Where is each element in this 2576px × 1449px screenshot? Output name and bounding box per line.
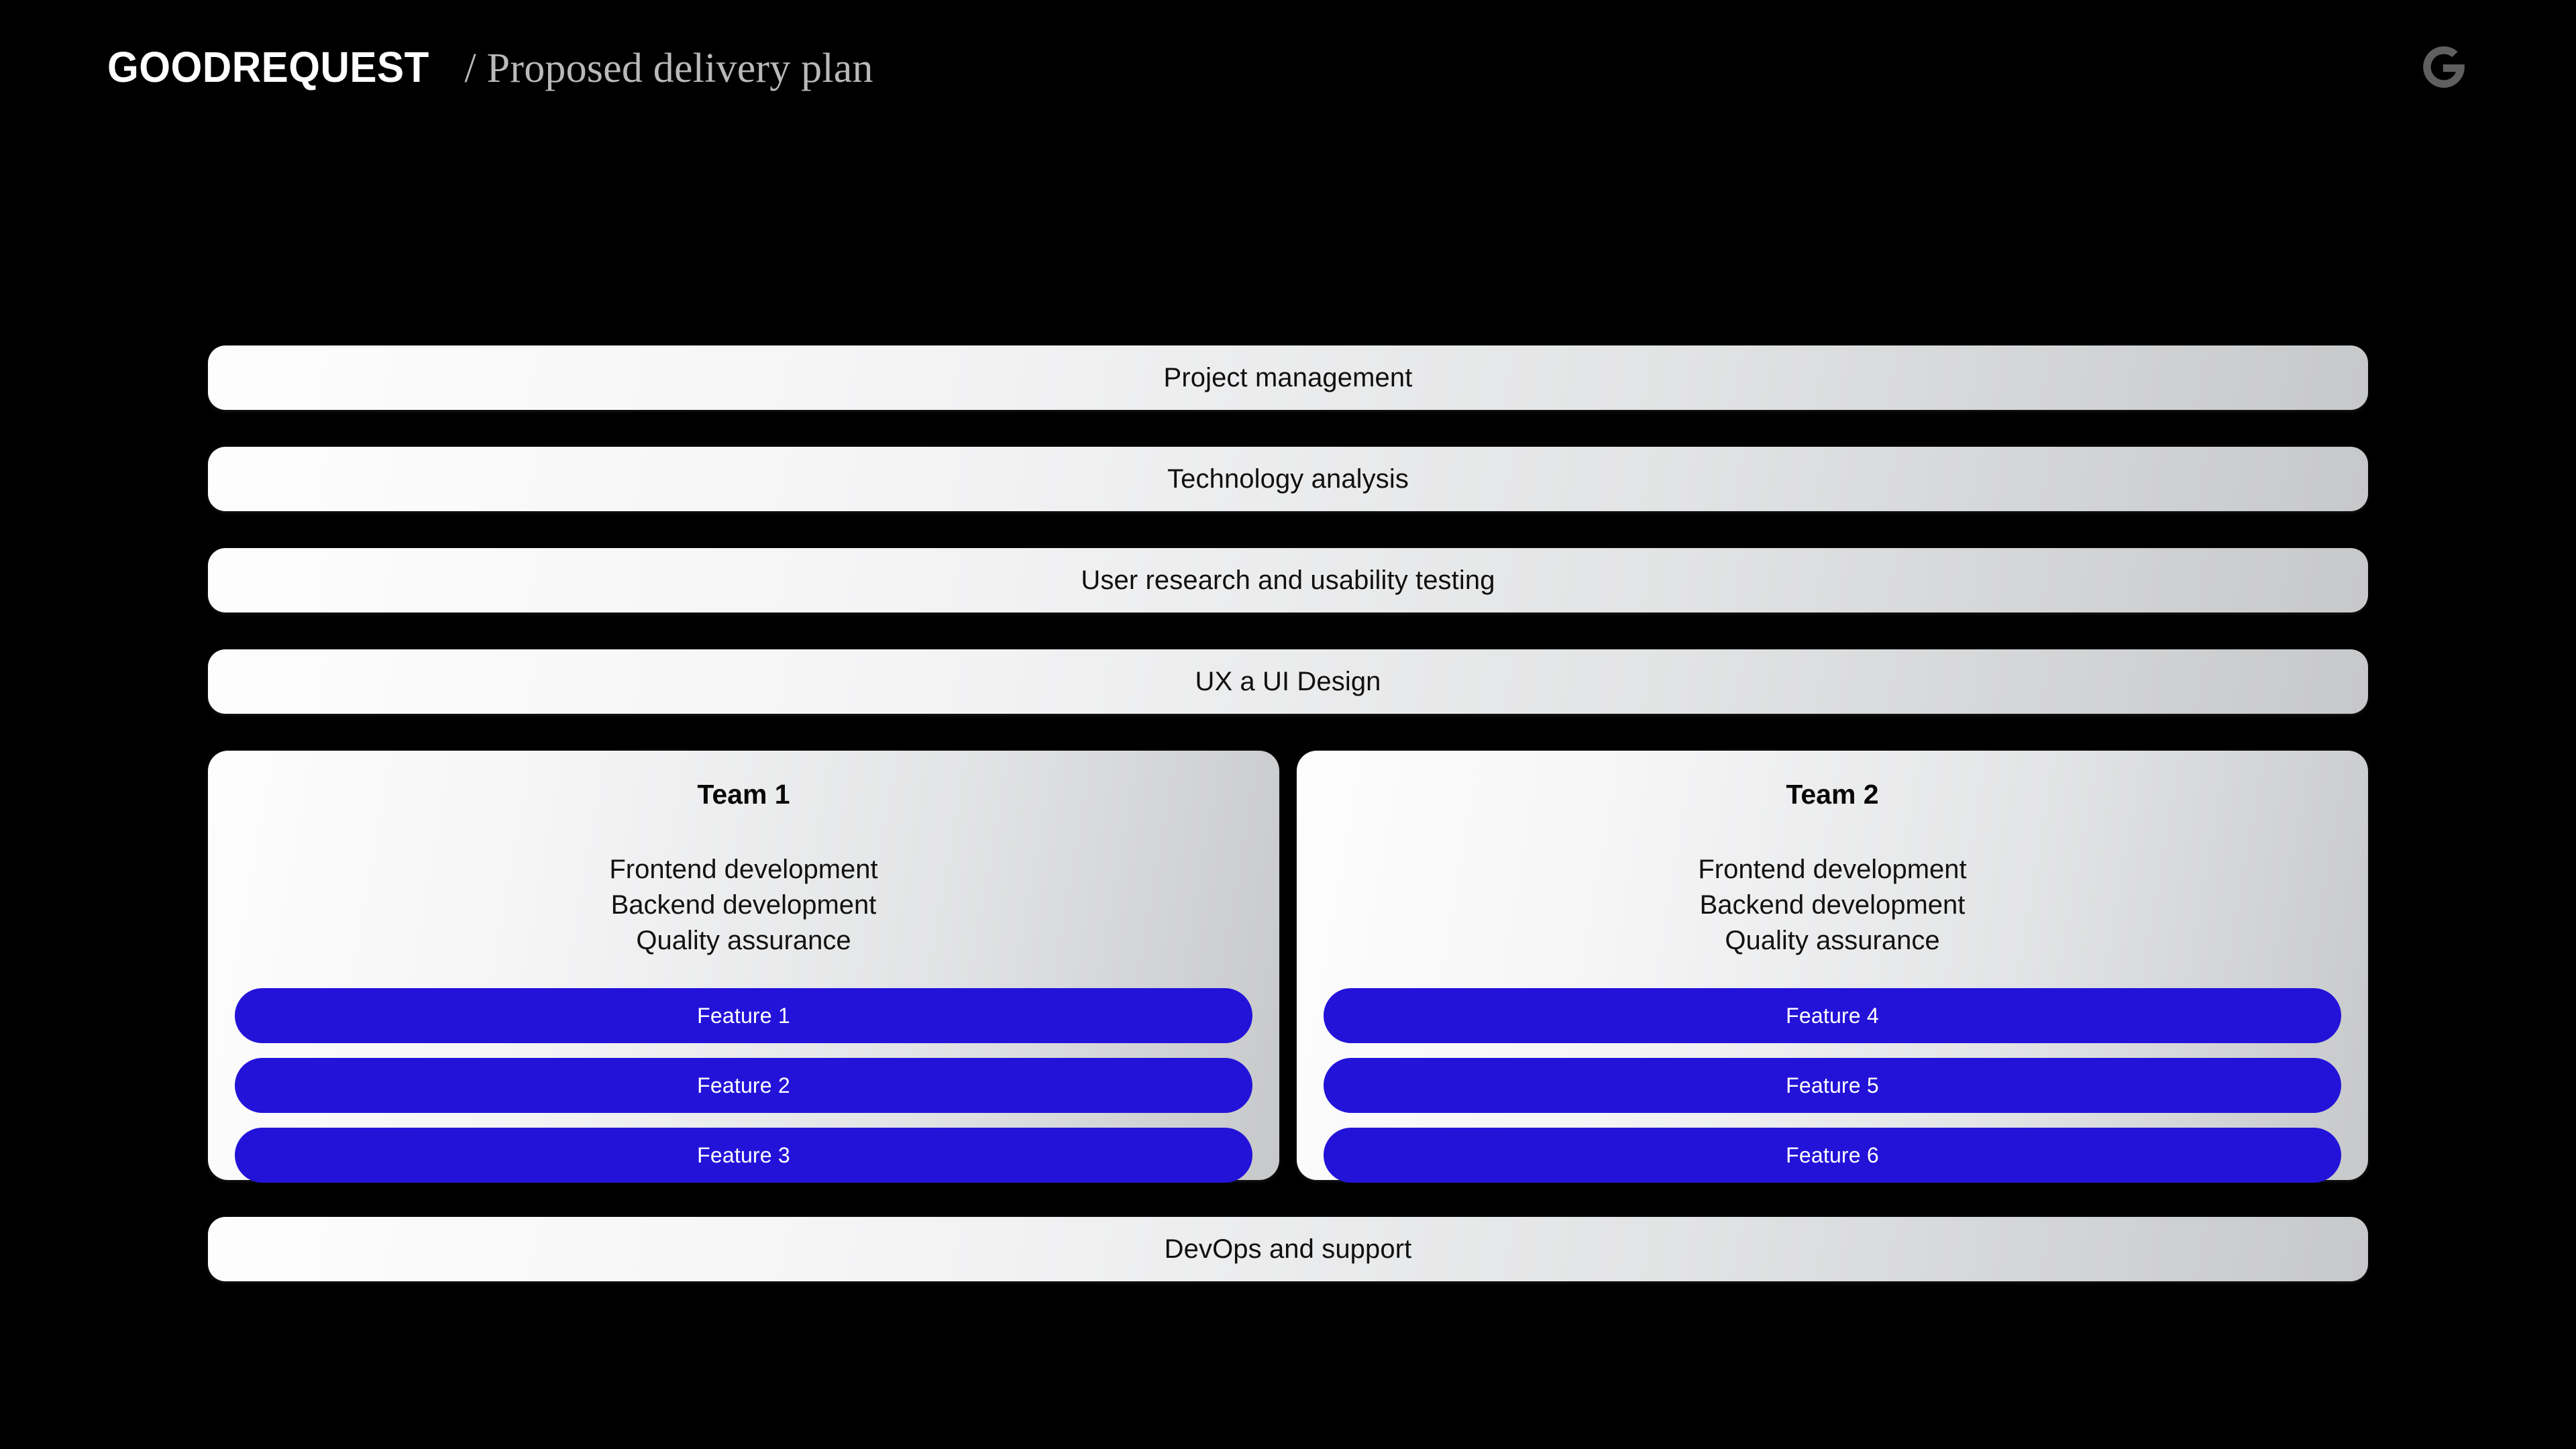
phase-bar-project-management[interactable]: Project management	[208, 345, 2368, 410]
feature-pill[interactable]: Feature 6	[1324, 1128, 2341, 1183]
feature-pill[interactable]: Feature 5	[1324, 1058, 2341, 1113]
team-role-item: Quality assurance	[1725, 926, 1940, 955]
phase-bar-technology-analysis[interactable]: Technology analysis	[208, 447, 2368, 511]
feature-label: Feature 2	[697, 1073, 790, 1097]
phase-bar-label: User research and usability testing	[1081, 565, 1495, 595]
team-role-item: Backend development	[1699, 890, 1966, 920]
team-role-item: Quality assurance	[636, 926, 851, 955]
feature-label: Feature 4	[1786, 1003, 1879, 1028]
feature-pill[interactable]: Feature 2	[235, 1058, 1252, 1113]
phase-bar-label: UX a UI Design	[1195, 666, 1381, 696]
phase-bar-label: Project management	[1163, 362, 1413, 392]
feature-pill[interactable]: Feature 3	[235, 1128, 1252, 1183]
feature-pill[interactable]: Feature 4	[1324, 988, 2341, 1043]
phase-bar-devops-and-support[interactable]: DevOps and support	[208, 1217, 2368, 1281]
phase-bar-label: DevOps and support	[1164, 1234, 1412, 1264]
feature-label: Feature 6	[1786, 1142, 1879, 1167]
delivery-plan-diagram: Project management Technology analysis U…	[208, 345, 2368, 1281]
feature-pill[interactable]: Feature 1	[235, 988, 1252, 1043]
phase-bar-ux-a-ui-design[interactable]: UX a UI Design	[208, 649, 2368, 714]
team-card-team-1[interactable]: Team 1 Frontend development Backend deve…	[208, 751, 1279, 1183]
brand-name: GOODREQUEST	[107, 42, 429, 91]
brand-lockup: GOODREQUEST / Proposed delivery plan	[107, 46, 873, 89]
goodrequest-g-logo-icon	[2419, 42, 2469, 92]
team-role-item: Backend development	[610, 890, 877, 920]
team-title: Team 2	[1786, 779, 1879, 810]
team-roles-list: Frontend development Backend development…	[1324, 852, 2341, 959]
team-roles-list: Frontend development Backend development…	[235, 852, 1252, 959]
team-role-item: Frontend development	[1698, 855, 1967, 884]
feature-label: Feature 3	[697, 1142, 790, 1167]
phase-bar-label: Technology analysis	[1167, 464, 1409, 494]
page-title: Proposed delivery plan	[486, 45, 873, 91]
feature-label: Feature 5	[1786, 1073, 1879, 1097]
feature-list: Feature 1 Feature 2 Feature 3	[235, 988, 1252, 1183]
phase-bar-user-research-and-usability-testing[interactable]: User research and usability testing	[208, 548, 2368, 612]
team-card-team-2[interactable]: Team 2 Frontend development Backend deve…	[1297, 751, 2368, 1183]
slide-header: GOODREQUEST / Proposed delivery plan	[0, 0, 2576, 134]
brand-separator: /	[464, 45, 476, 91]
team-role-item: Frontend development	[609, 855, 878, 884]
team-title: Team 1	[697, 779, 790, 810]
feature-list: Feature 4 Feature 5 Feature 6	[1324, 988, 2341, 1183]
team-cards-row: Team 1 Frontend development Backend deve…	[208, 751, 2368, 1183]
feature-label: Feature 1	[697, 1003, 790, 1028]
